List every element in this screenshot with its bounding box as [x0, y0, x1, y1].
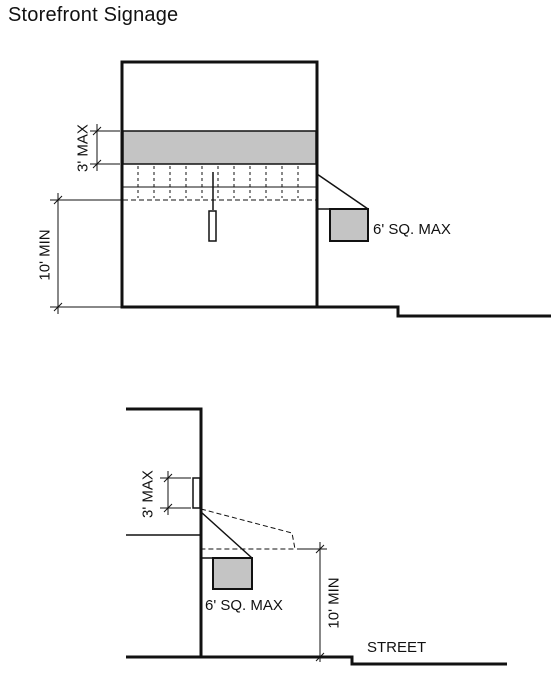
blade-sign	[329, 208, 369, 242]
side-band-dimension	[160, 471, 191, 515]
building-facade	[120, 60, 319, 309]
awning-pleats	[137, 166, 299, 198]
front-band-dimension	[90, 124, 120, 171]
side-blade-sign	[212, 557, 253, 590]
side-clearance-dimension	[297, 542, 327, 662]
bracket-diagonal	[316, 173, 369, 210]
side-blade-sign-label: 6' SQ. MAX	[205, 597, 283, 614]
side-bracket-diagonal	[200, 511, 253, 559]
side-ground-line	[126, 655, 507, 666]
wall-sign	[192, 477, 201, 509]
side-clearance-label: 10' MIN	[326, 577, 343, 628]
door-handle	[208, 210, 217, 242]
street-label: STREET	[367, 639, 426, 656]
side-section: 3' MAX 6' SQ. MAX 10' MIN STREET	[126, 407, 507, 666]
ground-line	[122, 305, 551, 318]
front-blade-sign-label: 6' SQ. MAX	[373, 221, 451, 238]
side-band-height-label: 3' MAX	[140, 470, 157, 518]
page-title: Storefront Signage	[8, 4, 179, 26]
side-wall	[126, 407, 203, 657]
awning-profile	[200, 508, 296, 550]
sign-band	[122, 130, 317, 165]
front-clearance-dimension	[50, 193, 122, 314]
front-clearance-label: 10' MIN	[37, 229, 54, 280]
front-elevation: 3' MAX 10' MIN 6' SQ. MAX	[37, 60, 551, 318]
front-band-height-label: 3' MAX	[75, 124, 92, 172]
